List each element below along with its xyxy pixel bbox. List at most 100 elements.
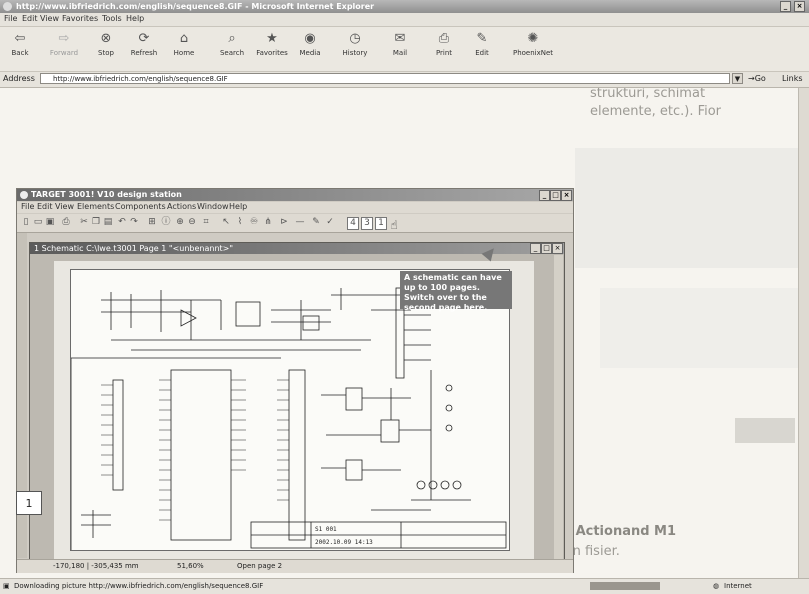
refresh-label: Refresh <box>130 49 158 57</box>
copy-icon[interactable]: ❐ <box>91 217 101 227</box>
pointer-icon[interactable]: ↖ <box>222 217 230 227</box>
cut-icon[interactable]: ✂ <box>80 217 88 227</box>
target-menu-help[interactable]: Help <box>229 202 248 211</box>
print-icon: ⎙ <box>438 31 450 46</box>
target-status-bar: -170,180 | -305,435 mm 51,60% Open page … <box>17 559 573 573</box>
zoom-fit-icon[interactable]: ⊞ <box>148 217 156 227</box>
search-button[interactable]: ⌕ Search <box>212 29 252 67</box>
stop-icon: ⊗ <box>100 31 112 46</box>
go-label: Go <box>754 74 766 83</box>
status-download-icon: ▣ <box>3 582 10 590</box>
menu-favorites[interactable]: Favorites <box>62 14 99 23</box>
mail-button[interactable]: ✉Mail <box>380 29 420 67</box>
minimize-icon[interactable]: _ <box>780 1 791 12</box>
target-menu-elements[interactable]: Elements <box>77 202 115 211</box>
target-menu-view[interactable]: View <box>55 202 74 211</box>
phoenix-icon: ✺ <box>527 31 539 46</box>
media-button[interactable]: ◉Media <box>290 29 330 67</box>
download-progress <box>590 582 660 590</box>
browser-toolbar: ⇦Back ⇨ Forward ⊗Stop ⟳ Refresh ⌂Home ⌕ Sea… <box>0 27 809 72</box>
target-menu-window[interactable]: Window <box>197 202 229 211</box>
titleblock-line1: S1 001 <box>315 526 337 533</box>
undo-icon[interactable]: ↶ <box>118 217 126 227</box>
target-logo-icon <box>20 191 28 199</box>
page-content: strukturi, schimat elemente, etc.). Fior… <box>0 88 798 578</box>
schematic-window: 1 Schematic C:\lwe.t3001 Page 1 "<unbena… <box>29 242 565 572</box>
zoom-window-icon[interactable]: ⌗ <box>203 217 209 227</box>
menu-tools[interactable]: Tools <box>102 14 122 23</box>
zoom-out-icon[interactable]: ⊖ <box>188 217 196 227</box>
signal-icon[interactable]: ⊳ <box>280 217 288 227</box>
print-button[interactable]: ⎙Print <box>424 29 464 67</box>
binoculars-icon[interactable]: ♾ <box>249 217 259 227</box>
status-zoom: 51,60% <box>177 562 204 570</box>
menu-edit[interactable]: Edit <box>22 14 38 23</box>
line-icon[interactable]: — <box>295 217 305 227</box>
background-panel-2 <box>600 288 798 368</box>
schematic-maximize-icon[interactable]: □ <box>541 243 552 254</box>
favorites-icon: ★ <box>266 31 278 46</box>
redo-icon[interactable]: ↷ <box>130 217 138 227</box>
refresh-icon: ⟳ <box>138 31 150 46</box>
address-label: Address <box>3 74 35 83</box>
address-bar: Address http://www.ibfriedrich.com/engli… <box>0 72 809 88</box>
background-text-1: strukturi, schimat <box>590 88 706 101</box>
stop-button[interactable]: ⊗Stop <box>86 29 126 67</box>
history-button[interactable]: ◷History <box>335 29 375 67</box>
target-menu-actions[interactable]: Actions <box>167 202 197 211</box>
open-file-icon[interactable]: ▭ <box>33 217 43 227</box>
favorites-button[interactable]: ★Favorites <box>252 29 292 67</box>
schematic-minimize-icon[interactable]: _ <box>530 243 541 254</box>
target-menu-components[interactable]: Components <box>115 202 166 211</box>
links-button[interactable]: Links <box>782 74 803 83</box>
callout-tooltip: A schematic can have up to 100 pages. Sw… <box>400 271 512 312</box>
browser-title: http://www.ibfriedrich.com/english/seque… <box>16 2 375 11</box>
menu-help[interactable]: Help <box>126 14 145 23</box>
forward-button[interactable]: ⇨ Forward <box>44 29 84 67</box>
zoom-in-icon[interactable]: ⊕ <box>176 217 184 227</box>
refresh-button[interactable]: ⟳ Refresh <box>124 29 164 67</box>
search-label: Search <box>219 49 245 57</box>
target-close-icon[interactable]: × <box>561 190 572 201</box>
address-dropdown-icon[interactable]: ▼ <box>732 73 743 84</box>
page-vertical-scrollbar[interactable] <box>798 88 809 578</box>
pen-icon[interactable]: ✎ <box>312 217 320 227</box>
schematic-vscroll[interactable] <box>554 255 563 569</box>
schematic-title-bar: 1 Schematic C:\lwe.t3001 Page 1 "<unbena… <box>30 243 564 254</box>
paste-icon[interactable]: ▤ <box>103 217 113 227</box>
wire-icon[interactable]: ⌇ <box>237 217 243 227</box>
info-icon[interactable]: ⓘ <box>161 217 171 227</box>
address-input[interactable]: http://www.ibfriedrich.com/english/seque… <box>40 73 730 84</box>
home-button[interactable]: ⌂Home <box>164 29 204 67</box>
forward-label: Forward <box>49 49 79 57</box>
page-next-button[interactable]: 1 <box>375 217 387 230</box>
background-text-2: elemente, etc.). Fior <box>590 104 722 119</box>
forward-arrow-icon: ⇨ <box>58 31 70 46</box>
go-button[interactable]: →Go <box>748 74 766 83</box>
target-menu-file[interactable]: File <box>21 202 35 211</box>
phoenixnet-button[interactable]: ✺ PhoenixNet <box>508 29 558 67</box>
save-icon[interactable]: ▣ <box>45 217 55 227</box>
component-icon[interactable]: ⋔ <box>264 217 272 227</box>
menu-file[interactable]: File <box>4 14 18 23</box>
browser-status-text: Downloading picture http://www.ibfriedri… <box>14 582 264 590</box>
schematic-close-icon[interactable]: × <box>552 243 563 254</box>
back-button[interactable]: ⇦Back <box>0 29 40 67</box>
target-menu-edit[interactable]: Edit <box>37 202 53 211</box>
new-file-icon[interactable]: ▯ <box>23 217 29 227</box>
search-icon: ⌕ <box>228 31 236 46</box>
status-hint: Open page 2 <box>237 562 283 570</box>
print-icon[interactable]: ⎙ <box>62 217 70 227</box>
phoenixnet-label: PhoenixNet <box>512 49 554 57</box>
target-minimize-icon[interactable]: _ <box>539 190 550 201</box>
target-maximize-icon[interactable]: □ <box>550 190 561 201</box>
target-title-bar: TARGET 3001! V10 design station _ □ × <box>17 189 573 201</box>
page-4-button[interactable]: 4 <box>347 217 359 230</box>
menu-view[interactable]: View <box>40 14 59 23</box>
page-3-button[interactable]: 3 <box>361 217 373 230</box>
mail-label: Mail <box>392 49 408 57</box>
schematic-canvas[interactable]: S1 001 2002.10.09 14:13 A schematic can … <box>54 244 534 561</box>
check-icon[interactable]: ✓ <box>326 217 334 227</box>
edit-button[interactable]: ✎Edit <box>462 29 502 67</box>
close-icon[interactable]: × <box>794 1 805 12</box>
